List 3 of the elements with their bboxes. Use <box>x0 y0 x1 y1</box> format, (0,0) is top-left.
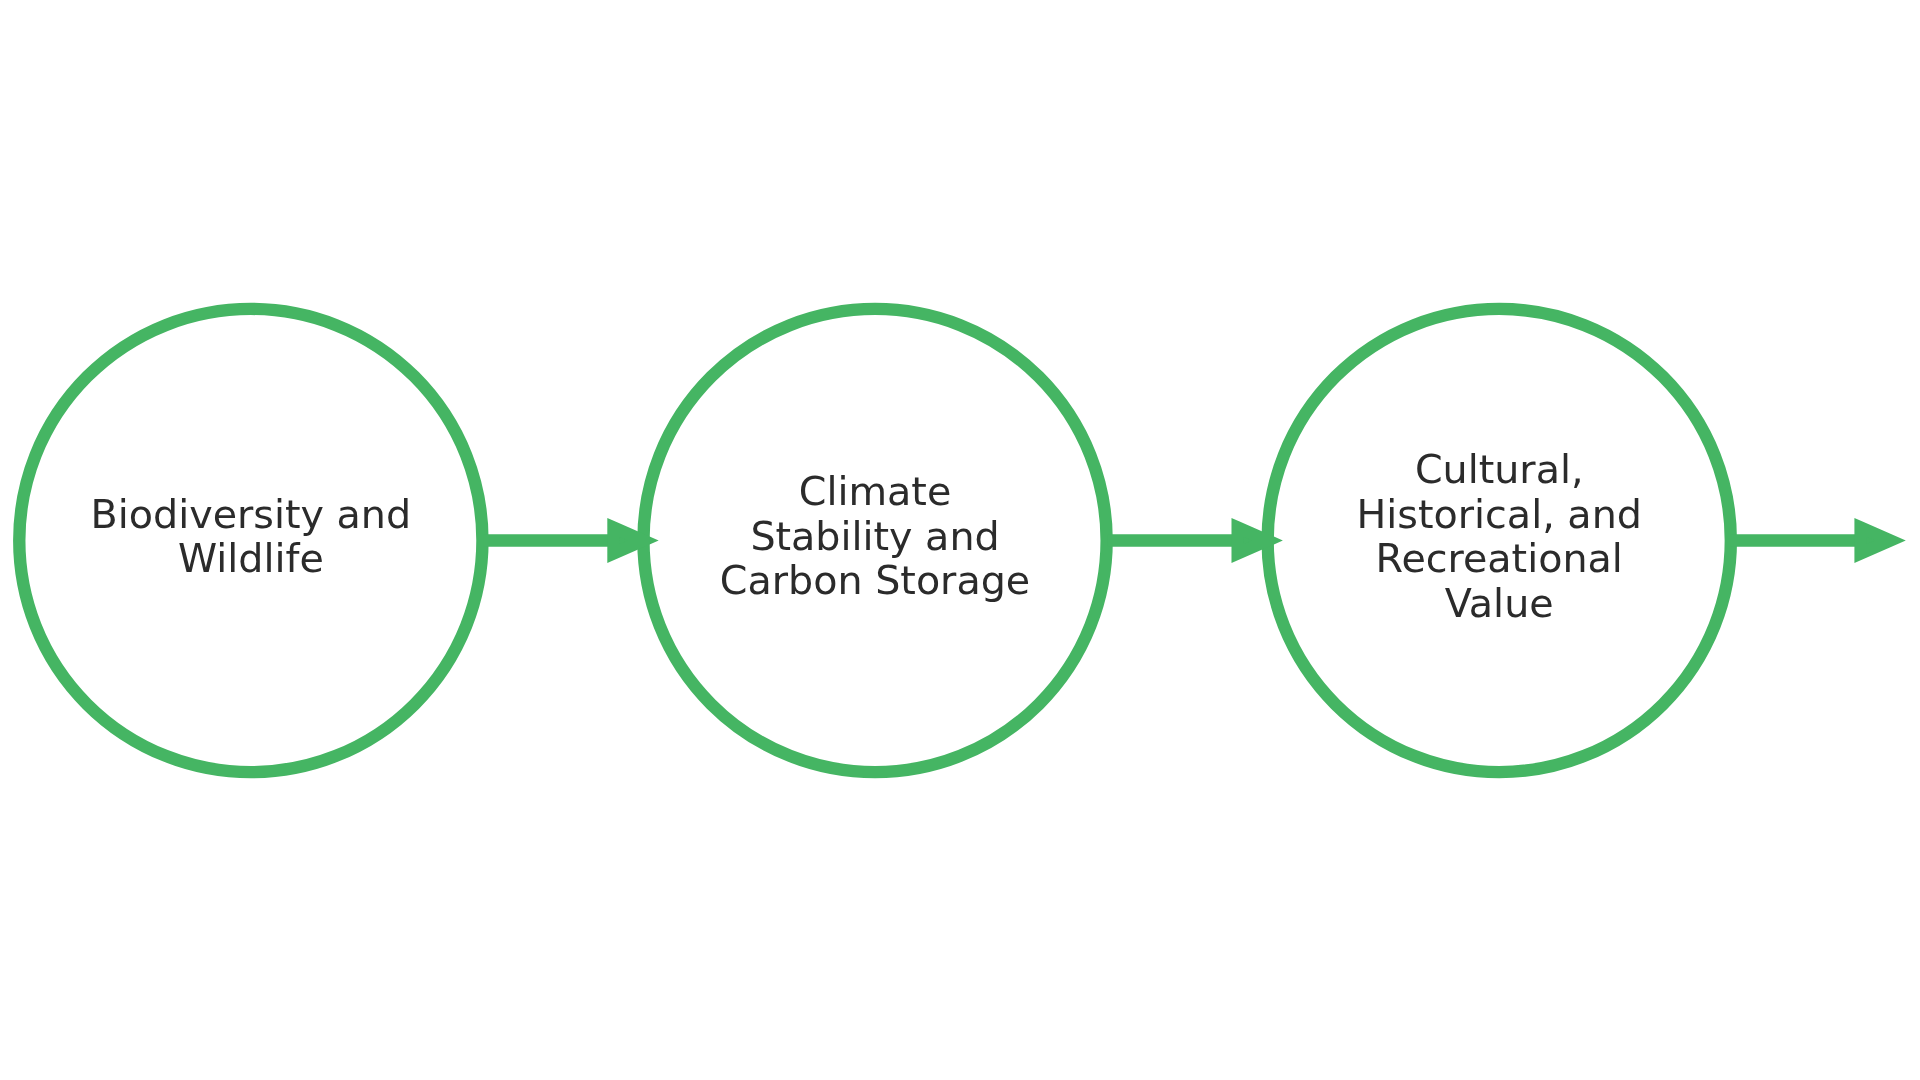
node-circle: Climate Stability and Carbon Storage <box>637 302 1113 778</box>
node-circle: Biodiversity and Wildlife <box>13 302 489 778</box>
node-circle: Cultural, Historical, and Recreational Value <box>1261 302 1737 778</box>
